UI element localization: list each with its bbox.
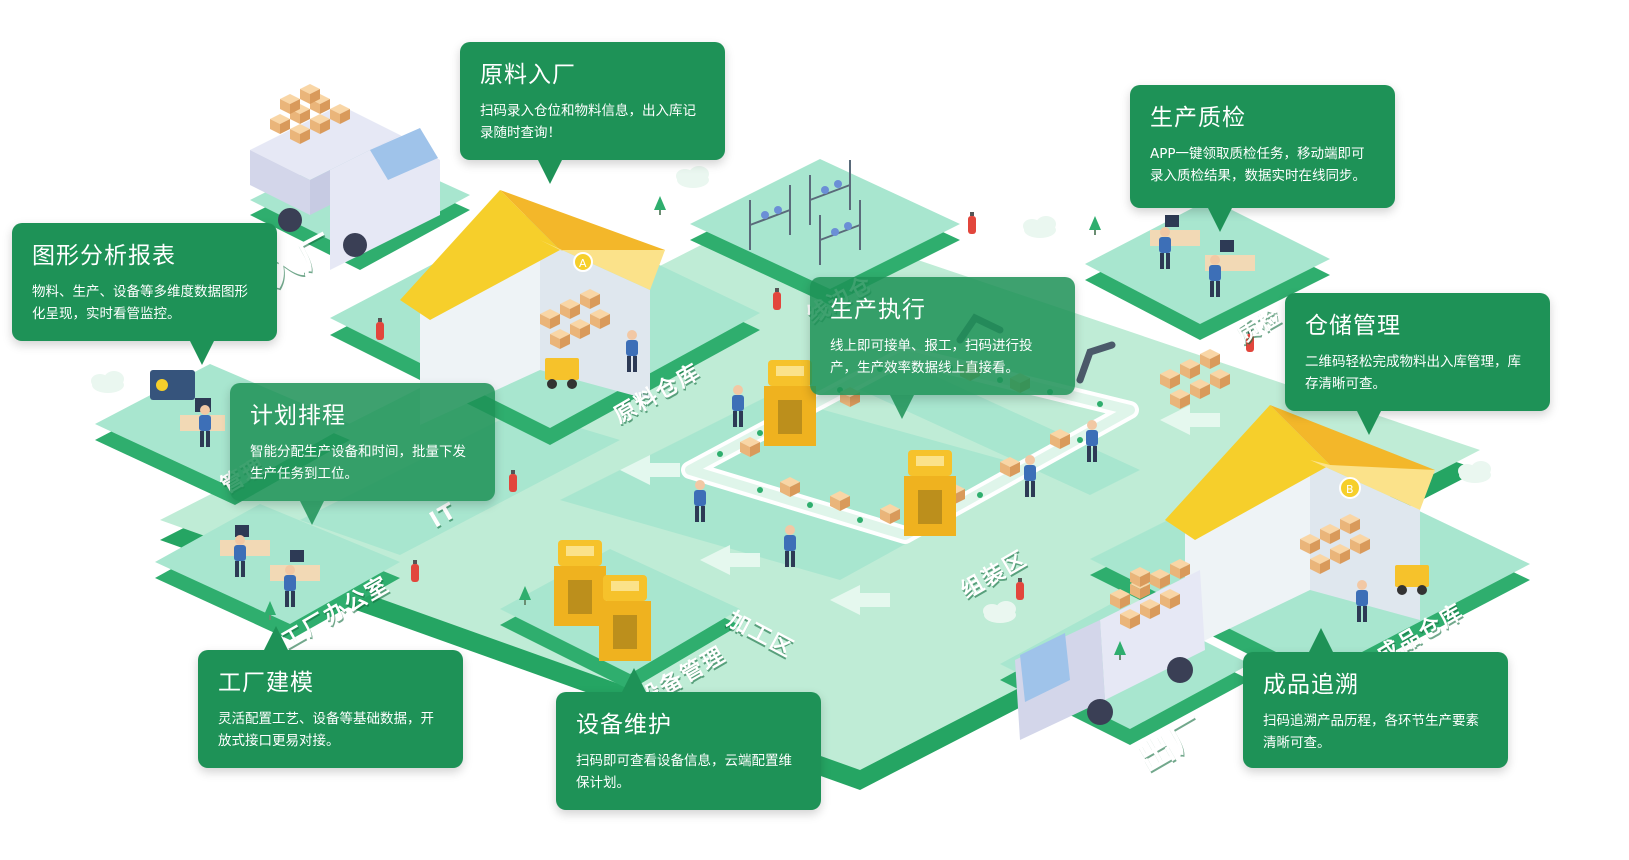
callout-trace-title: 成品追溯	[1263, 672, 1359, 698]
callout-modeling-tail	[264, 626, 288, 650]
platform-line-side	[690, 159, 960, 305]
callout-maintenance: 设备维护 扫码即可查看设备信息，云端配置维保计划。	[556, 668, 821, 810]
callout-maintenance-desc: 扫码即可查看设备信息，云端配置维保计划。	[576, 753, 792, 791]
callout-production: 生产执行 线上即可接单、报工，扫码进行投产，生产效率数据线上直接看。	[810, 277, 1075, 419]
callout-planning-title: 计划排程	[250, 403, 346, 429]
callout-report-desc: 物料、生产、设备等多维度数据图形化呈现，实时看管监控。	[32, 284, 248, 322]
callout-warehouse: 仓储管理 二维码轻松完成物料出入库管理，库存清晰可查。	[1285, 293, 1550, 435]
callout-raw-in-title: 原料入厂	[480, 62, 576, 88]
callout-trace-desc: 扫码追溯产品历程，各环节生产要素清晰可查。	[1263, 713, 1479, 751]
callout-warehouse-title: 仓储管理	[1305, 313, 1401, 339]
callout-maintenance-tail	[622, 668, 646, 692]
callout-trace-tail	[1309, 628, 1333, 652]
callout-quality-title: 生产质检	[1150, 105, 1246, 131]
callout-report-tail	[190, 341, 214, 365]
callout-quality: 生产质检 APP一键领取质检任务，移动端即可录入质检结果，数据实时在线同步。	[1130, 85, 1395, 232]
badge-b-text: B	[1346, 483, 1354, 496]
callout-production-tail	[890, 395, 914, 419]
callout-modeling-title: 工厂建模	[218, 670, 314, 696]
exit-truck	[1015, 559, 1205, 740]
callout-trace: 成品追溯 扫码追溯产品历程，各环节生产要素清晰可查。	[1243, 628, 1508, 768]
office-desks	[220, 525, 320, 581]
raw-warehouse-building	[400, 190, 665, 425]
entry-truck	[250, 84, 440, 270]
callout-raw-in: 原料入厂 扫码录入仓位和物料信息，出入库记录随时查询！	[460, 42, 725, 184]
callout-report-title: 图形分析报表	[32, 243, 176, 269]
callout-planning: 计划排程 智能分配生产设备和时间，批量下发生产任务到工位。	[230, 383, 495, 525]
callout-production-title: 生产执行	[830, 297, 926, 323]
callout-modeling-desc: 灵活配置工艺、设备等基础数据，开放式接口更易对接。	[218, 711, 434, 749]
callout-raw-in-desc: 扫码录入仓位和物料信息，出入库记录随时查询！	[480, 103, 696, 141]
finished-warehouse-building	[1165, 405, 1435, 650]
callout-production-desc: 线上即可接单、报工，扫码进行投产，生产效率数据线上直接看。	[830, 338, 1033, 376]
callout-planning-tail	[300, 501, 324, 525]
callout-raw-in-tail	[538, 160, 562, 184]
callout-quality-tail	[1208, 208, 1232, 232]
callout-warehouse-tail	[1357, 411, 1381, 435]
callout-maintenance-title: 设备维护	[576, 712, 672, 738]
callout-quality-desc: APP一键领取质检任务，移动端即可录入质检结果，数据实时在线同步。	[1150, 146, 1366, 184]
line-side-shelves	[749, 160, 861, 265]
callout-modeling: 工厂建模 灵活配置工艺、设备等基础数据，开放式接口更易对接。	[198, 626, 463, 768]
callout-warehouse-desc: 二维码轻松完成物料出入库管理，库存清晰可查。	[1305, 354, 1521, 392]
badge-a-text: A	[579, 257, 587, 270]
callout-report: 图形分析报表 物料、生产、设备等多维度数据图形化呈现，实时看管监控。	[12, 223, 277, 365]
callout-planning-desc: 智能分配生产设备和时间，批量下发生产任务到工位。	[250, 444, 466, 482]
